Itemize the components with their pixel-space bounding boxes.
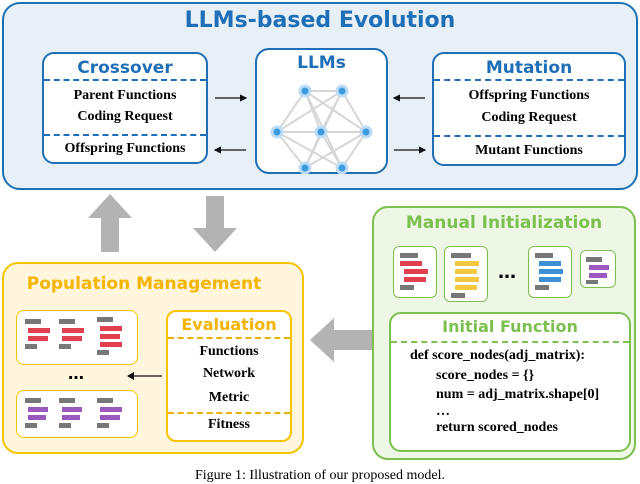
manual-function-card bbox=[444, 246, 488, 302]
evolution-arrows bbox=[213, 94, 427, 154]
mutation-output: Mutant Functions bbox=[475, 143, 583, 158]
mutation-input-offspring: Offspring Functions bbox=[468, 88, 590, 103]
arrow-up-to-evolution bbox=[88, 194, 132, 252]
manual-ellipsis: … bbox=[498, 262, 516, 283]
arrow-evaluation-to-population bbox=[127, 372, 162, 380]
mutation-input-coding: Coding Request bbox=[481, 110, 577, 125]
crossover-divider-bottom bbox=[44, 134, 206, 136]
figure-caption: Figure 1: Illustration of our proposed m… bbox=[194, 468, 446, 483]
evaluation-title: Evaluation bbox=[181, 315, 277, 334]
code-line-def: def score_nodes(adj_matrix): bbox=[410, 348, 586, 363]
evaluation-box bbox=[166, 310, 292, 442]
crossover-box bbox=[42, 52, 208, 164]
crossover-input-coding: Coding Request bbox=[77, 109, 173, 124]
evaluation-divider-top bbox=[168, 337, 290, 339]
manual-title: Manual Initialization bbox=[405, 213, 603, 233]
arrow-left-to-population bbox=[310, 318, 372, 362]
code-line-return: return scored_nodes bbox=[436, 420, 558, 435]
arrow-down-to-population bbox=[193, 196, 237, 252]
population-red-group bbox=[16, 310, 138, 365]
code-line-score: score_nodes = {} bbox=[436, 368, 535, 383]
mutation-box bbox=[432, 52, 626, 166]
code-line-num: num = adj_matrix.shape[0] bbox=[436, 387, 600, 402]
evaluation-item-metric: Metric bbox=[208, 390, 250, 405]
population-purple-group bbox=[16, 390, 138, 438]
crossover-title: Crossover bbox=[77, 58, 173, 78]
evaluation-divider-bottom bbox=[168, 412, 290, 414]
manual-function-card bbox=[393, 246, 437, 298]
evaluation-item-network: Network bbox=[202, 366, 256, 381]
initial-function-box bbox=[389, 312, 631, 452]
llms-title: LLMs bbox=[297, 53, 346, 73]
llms-box bbox=[255, 48, 388, 174]
code-line-ellipsis: … bbox=[436, 404, 450, 419]
population-title: Population Management bbox=[26, 274, 262, 294]
initial-function-title: Initial Function bbox=[442, 317, 578, 336]
crossover-input-parent: Parent Functions bbox=[73, 88, 177, 103]
manual-function-card bbox=[580, 250, 616, 288]
initial-function-divider bbox=[391, 341, 629, 343]
crossover-divider-top bbox=[44, 79, 206, 81]
mutation-title: Mutation bbox=[485, 58, 573, 78]
manual-function-card bbox=[528, 246, 572, 298]
mutation-divider-top bbox=[434, 79, 624, 81]
population-ellipsis: … bbox=[68, 364, 84, 383]
evaluation-item-functions: Functions bbox=[199, 344, 259, 359]
crossover-output: Offspring Functions bbox=[64, 141, 186, 156]
evaluation-output-fitness: Fitness bbox=[208, 417, 250, 432]
evolution-title: LLMs-based Evolution bbox=[184, 8, 456, 33]
llms-network-icon bbox=[270, 84, 373, 174]
mutation-divider-bottom bbox=[434, 135, 624, 137]
